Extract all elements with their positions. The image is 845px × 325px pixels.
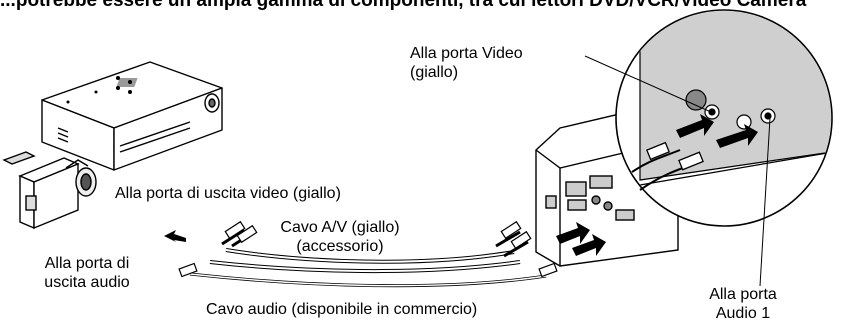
audio-cable-label: Cavo audio (disponibile in commercio) [206, 301, 478, 318]
audio1-label: Alla porta Audio 1 [688, 285, 798, 323]
audio-out-label-line1: Alla porta di [44, 255, 130, 272]
leader-lines [584, 55, 771, 287]
audio-cable-icon [178, 262, 558, 288]
av-cable-label: Cavo A/V (giallo) (accessorio) [275, 218, 405, 256]
vcr-icon [41, 61, 223, 171]
arrow-icon [164, 230, 186, 242]
audio1-label-line2: Audio 1 [715, 305, 771, 322]
video-port-label: Alla porta Video (giallo) [410, 44, 523, 82]
audio-out-label-line2: uscita audio [44, 274, 130, 291]
video-port-label-line2: (giallo) [410, 64, 459, 81]
audio-out-label: Alla porta di uscita audio [22, 254, 152, 292]
diagram-header: ...potrebbe essere un’ampia gamma di com… [0, 0, 807, 11]
video-camera-icon [2, 151, 97, 230]
audio1-label-line1: Alla porta [709, 286, 777, 303]
av-cable-label-line2: (accessorio) [296, 238, 384, 255]
video-out-label: Alla porta di uscita video (giallo) [115, 185, 341, 202]
av-cable-icon [209, 220, 532, 274]
video-port-label-line1: Alla porta Video [410, 45, 523, 62]
arrow-icon [556, 222, 606, 256]
av-cable-label-line1: Cavo A/V (giallo) [280, 219, 400, 236]
port-magnifier-icon [615, 9, 833, 227]
